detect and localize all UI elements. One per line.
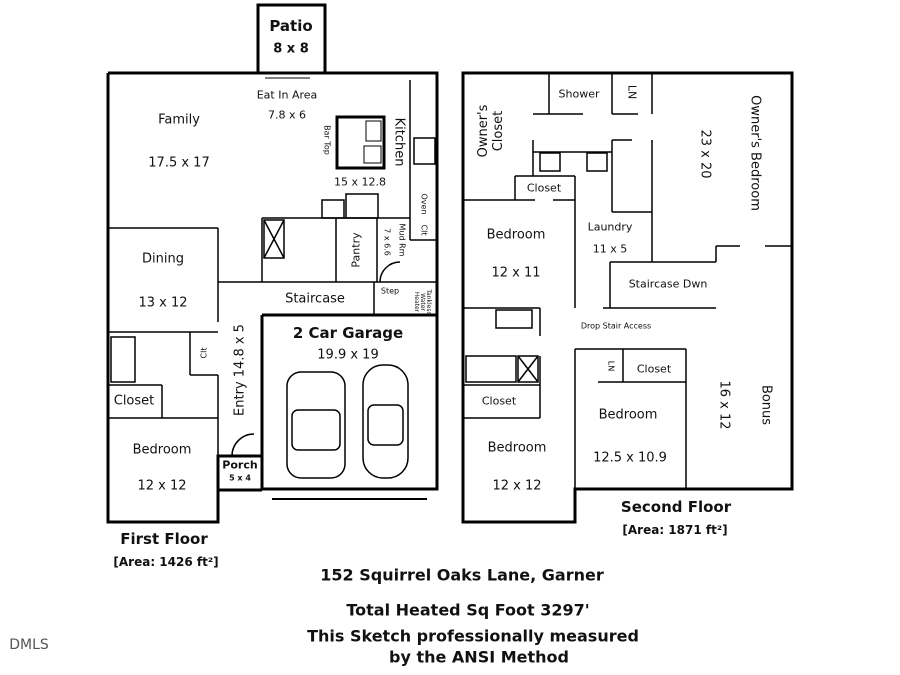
entry-label: Entry 14.8 x 5 — [232, 324, 248, 416]
garage-label: 2 Car Garage — [292, 324, 404, 342]
staircase-label: Staircase — [285, 291, 345, 307]
bedroom-c-size: 12 x 12 — [492, 478, 542, 494]
linen-mid-label: LN — [606, 360, 616, 372]
linen-top-label: LN — [625, 84, 639, 100]
measurement-note-1: This Sketch professionally measured — [307, 626, 639, 646]
family-size: 17.5 x 17 — [148, 155, 210, 171]
dining-size: 13 x 12 — [138, 295, 188, 311]
pantry-label: Pantry — [349, 232, 363, 268]
second-floor-area: [Area: 1871 ft²] — [622, 523, 728, 537]
bonus-label: Bonus — [758, 384, 774, 426]
oven-label: Oven — [419, 193, 429, 215]
second-floor-title: Second Floor — [620, 498, 732, 516]
family-label: Family — [158, 112, 200, 128]
porch-size: 5 x 4 — [229, 473, 251, 483]
mud-room-label: Mud Rm — [397, 223, 407, 257]
closet-c-label: Closet — [481, 394, 517, 408]
closet-label: Closet — [113, 393, 155, 409]
laundry-label: Laundry — [587, 220, 633, 234]
entry-closet-label: Clt — [199, 347, 209, 359]
drop-stair-label: Drop Stair Access — [580, 321, 652, 331]
bedroom-label: Bedroom — [132, 442, 192, 458]
eat-in-label: Eat In Area — [256, 88, 318, 102]
bedroom-a-size: 12 x 11 — [491, 265, 541, 281]
kitchen-label: Kitchen — [391, 117, 407, 167]
first-floor-title: First Floor — [120, 530, 208, 548]
patio-size: 8 x 8 — [273, 41, 309, 57]
step-label: Step — [380, 286, 400, 296]
address: 152 Squirrel Oaks Lane, Garner — [320, 565, 604, 585]
closet-b-label: Closet — [636, 362, 672, 376]
staircase-down-label: Staircase Dwn — [628, 277, 708, 291]
kitchen-size: 15 x 12.8 — [334, 175, 386, 189]
closet-a-label: Closet — [526, 181, 562, 195]
kitchen-closet-label: Clt — [419, 224, 429, 236]
bar-top-label: Bar Top — [322, 125, 332, 155]
watermark-logo: DMLS — [9, 637, 49, 653]
total-sq-ft: Total Heated Sq Foot 3297' — [346, 600, 590, 620]
bedroom-a-label: Bedroom — [486, 227, 546, 243]
mud-room-size: 7 x 6.6 — [382, 228, 392, 256]
bonus-size: 16 x 12 — [716, 380, 732, 430]
eat-in-size: 7.8 x 6 — [268, 108, 306, 122]
measurement-note-2: by the ANSI Method — [389, 647, 569, 667]
bedroom-b-size: 12.5 x 10.9 — [593, 450, 667, 466]
first-floor-area: [Area: 1426 ft²] — [113, 555, 219, 569]
laundry-size: 11 x 5 — [592, 242, 628, 256]
owners-bedroom-size: 23 x 20 — [697, 129, 713, 179]
bedroom-c-label: Bedroom — [487, 440, 547, 456]
porch-label: Porch — [222, 458, 258, 472]
patio-label: Patio — [269, 17, 313, 35]
water-heater-label: Tankless Water Heater — [413, 289, 432, 315]
owners-closet-label: Owner's Closet — [476, 104, 506, 158]
owners-bedroom-label: Owner's Bedroom — [747, 95, 763, 211]
dining-label: Dining — [142, 251, 184, 267]
shower-label: Shower — [558, 87, 600, 101]
bedroom-size: 12 x 12 — [137, 478, 187, 494]
bedroom-b-label: Bedroom — [598, 407, 658, 423]
garage-size: 19.9 x 19 — [317, 347, 379, 363]
